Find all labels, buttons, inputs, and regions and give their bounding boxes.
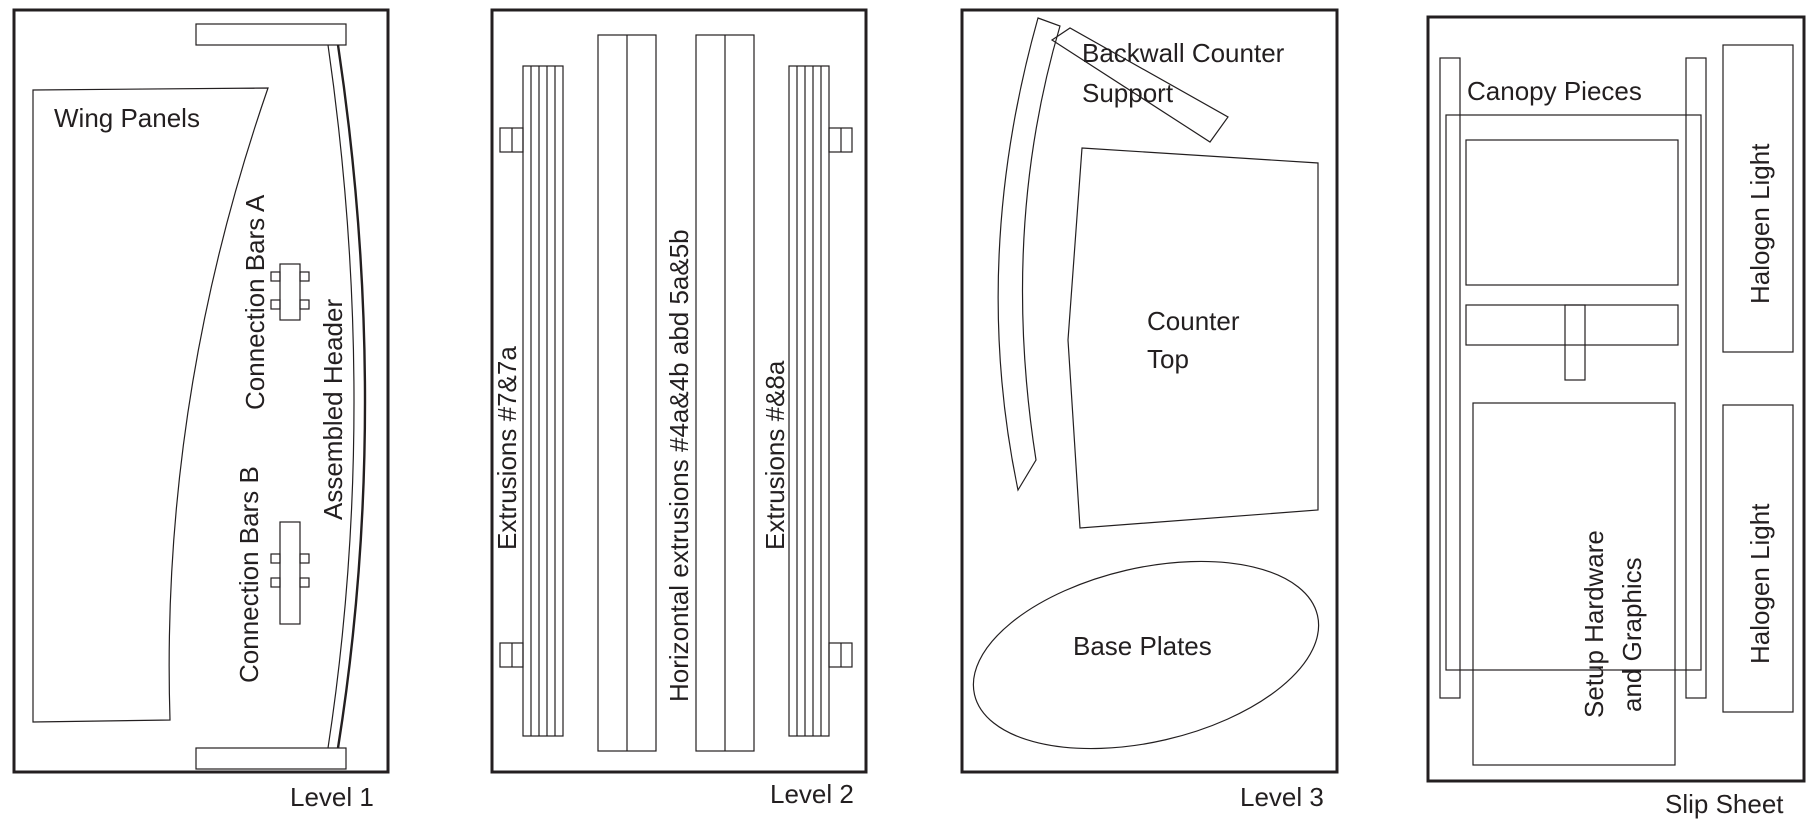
- level2-panel: Extrusions #7&7a Horizontal extrusions #…: [490, 8, 868, 809]
- canopy-side-rail-right: [1685, 57, 1707, 699]
- header-end-top: [195, 23, 347, 46]
- setup-label-line1: Setup Hardware: [1579, 530, 1609, 718]
- backwall-counter-support-piece: [1050, 27, 1229, 143]
- level1-panel: Wing Panels Connection Bars A Connection…: [12, 8, 390, 812]
- base-plates-label: Base Plates: [1073, 631, 1212, 661]
- extrusions-7-bundle: [499, 65, 564, 737]
- level3-panel: Backwall Counter Support Counter Top Bas…: [960, 8, 1339, 812]
- extrusions-8-label: Extrusions #&8a: [760, 360, 790, 550]
- setup-hardware-box: [1472, 402, 1676, 766]
- halogen-light-label-1: Halogen Light: [1745, 143, 1775, 304]
- level3-caption: Level 3: [1240, 782, 1324, 812]
- wing-panels-label: Wing Panels: [54, 103, 200, 133]
- slip-sheet-panel: Canopy Pieces Setup Hardware and Graphic…: [1426, 15, 1806, 819]
- horizontal-extrusions-left: [597, 34, 657, 752]
- canopy-top-panel: [1465, 139, 1679, 286]
- horizontal-extrusions-label: Horizontal extrusions #4a&4b abd 5a&5b: [664, 229, 694, 702]
- canopy-pieces-label: Canopy Pieces: [1467, 76, 1642, 106]
- counter-top-piece: [1067, 147, 1319, 529]
- level1-caption: Level 1: [290, 782, 374, 812]
- horizontal-extrusions-right: [695, 34, 755, 752]
- base-plates-piece: [972, 560, 1320, 750]
- wing-panels-outline: [32, 87, 269, 723]
- header-end-bottom: [195, 747, 347, 770]
- extrusions-7-label: Extrusions #7&7a: [492, 346, 522, 550]
- canopy-center-bracket: [1564, 304, 1586, 381]
- slip-sheet-frame: [1426, 15, 1806, 783]
- halogen-light-box-2: [1722, 404, 1794, 713]
- connection-bars-a-label: Connection Bars A: [240, 194, 270, 410]
- counter-top-label-line1: Counter: [1147, 306, 1240, 336]
- connection-bars-a: [270, 263, 310, 321]
- connection-bars-b: [270, 521, 310, 625]
- counter-top-label-line2: Top: [1147, 344, 1189, 374]
- setup-label-line2: and Graphics: [1617, 557, 1647, 712]
- assembled-header-label: Assembled Header: [318, 299, 348, 520]
- halogen-light-box-1: [1722, 44, 1794, 353]
- halogen-light-label-2: Halogen Light: [1745, 503, 1775, 664]
- extrusions-8-bundle: [788, 65, 853, 737]
- backwall-label-line1: Backwall Counter: [1082, 38, 1285, 68]
- slip-sheet-caption: Slip Sheet: [1665, 789, 1784, 819]
- level2-caption: Level 2: [770, 779, 854, 809]
- assembled-header-curve-outer: [327, 44, 355, 749]
- curved-support-piece: [997, 17, 1061, 492]
- level1-frame: [12, 8, 390, 774]
- connection-bars-b-label: Connection Bars B: [234, 466, 264, 683]
- level3-frame: [960, 8, 1339, 774]
- canopy-side-rail-left: [1439, 57, 1461, 699]
- level2-frame: [490, 8, 868, 774]
- assembled-header-curve-inner: [336, 44, 367, 749]
- canopy-frame: [1445, 114, 1702, 671]
- backwall-label-line2: Support: [1082, 78, 1174, 108]
